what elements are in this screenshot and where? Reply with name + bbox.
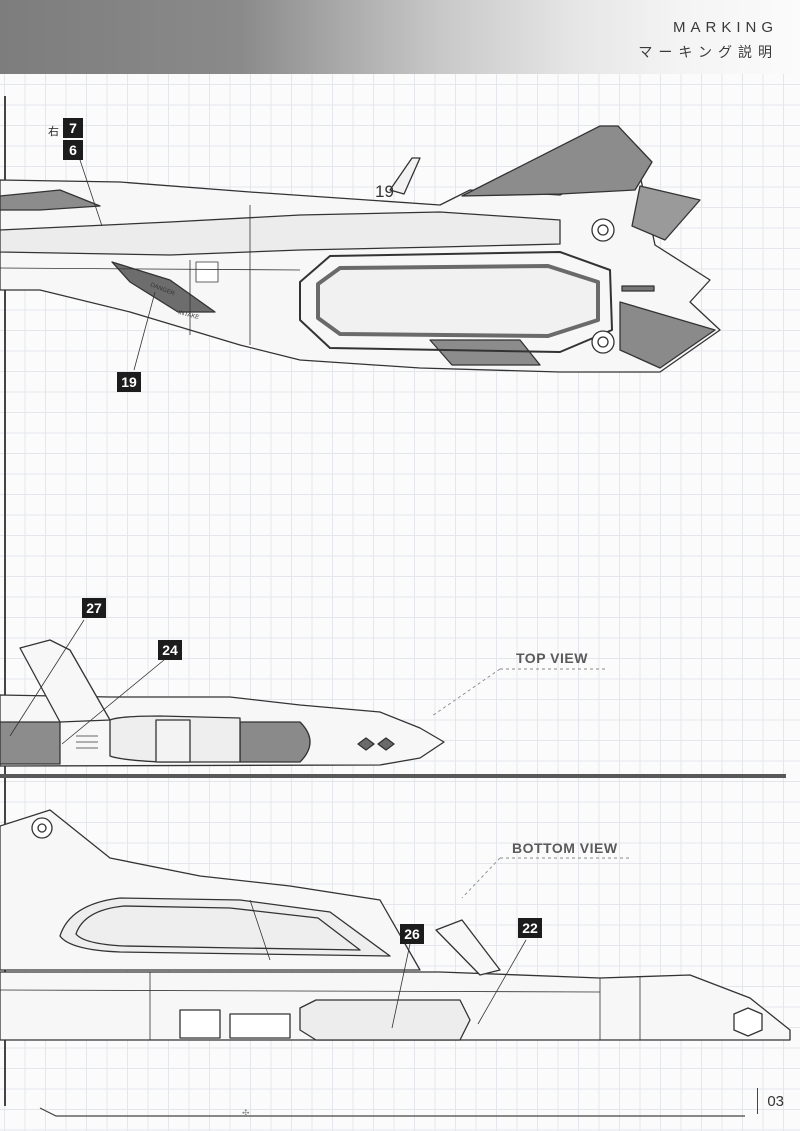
leader-line-22: [477, 939, 527, 1025]
callout-19: 19: [117, 372, 141, 392]
callout-6: 6: [63, 140, 83, 160]
top-view-drawing: [0, 639, 445, 767]
side-view-drawing: [0, 125, 721, 373]
leader-line-6: [79, 159, 103, 227]
header-band: [0, 0, 800, 74]
bottom-view-drawing: [0, 809, 791, 1041]
bottom-view-label: BOTTOM VIEW: [512, 840, 618, 856]
leader-line-19: [133, 291, 156, 371]
callout-24: 24: [158, 640, 182, 660]
intake-marking: INTAKE: [178, 310, 200, 321]
left-margin-rule: [4, 96, 6, 1106]
top-view-pointer-diag: [431, 668, 501, 717]
page-number-divider: [757, 1088, 758, 1114]
leader-line-24: [61, 659, 165, 745]
registration-mark: ✣: [242, 1108, 250, 1118]
callout-22: 22: [518, 918, 542, 938]
section-divider: [0, 774, 786, 778]
callout-26: 26: [400, 924, 424, 944]
right-side-label: 右: [48, 126, 59, 138]
footer-rule: [39, 1107, 745, 1117]
bottom-view-pointer-diag: [461, 857, 501, 899]
tail-number-marking: 19: [375, 182, 394, 201]
callout-7: 7: [63, 118, 83, 138]
leader-line-26: [391, 943, 411, 1029]
header-subtitle: マーキング説明: [638, 44, 778, 60]
leader-line-27: [9, 619, 85, 737]
callout-27: 27: [82, 598, 106, 618]
top-view-label: TOP VIEW: [516, 650, 588, 666]
header-title: MARKING: [672, 19, 778, 36]
page-number: 03: [767, 1093, 784, 1110]
